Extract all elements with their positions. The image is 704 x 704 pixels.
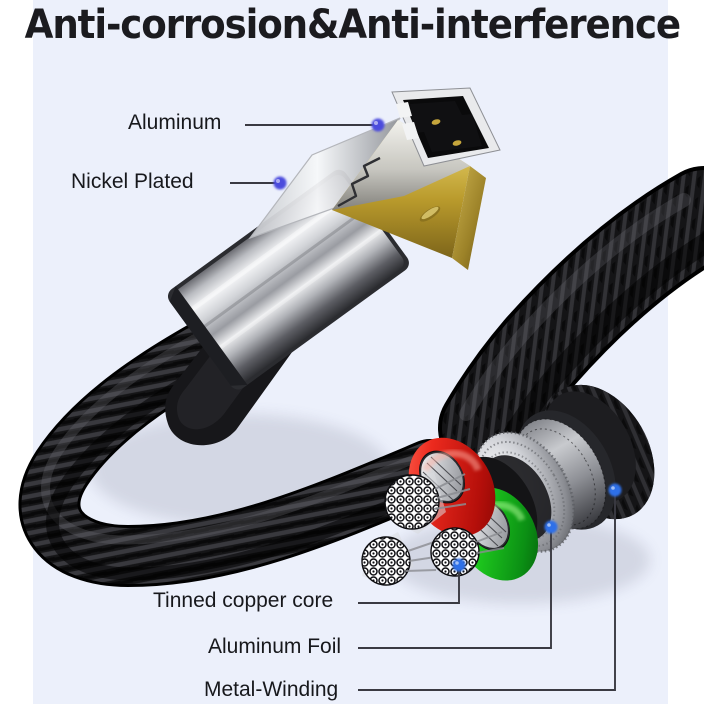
usb-b-port-cavity: [391, 87, 501, 167]
leader-line-tinned-copper-core: [358, 567, 460, 604]
braided-cable-upper: [438, 166, 704, 476]
cable-cutaway: [361, 384, 655, 586]
callout-label-aluminum: Aluminum: [128, 111, 222, 134]
connector-housing: [167, 169, 409, 390]
leader-line-metal-winding: [358, 492, 616, 691]
copper-strand-bundle: [361, 472, 505, 586]
page-title: Anti-corrosion&Anti-interference: [24, 2, 681, 48]
callout-dot-aluminum-foil: [544, 520, 558, 534]
callout-label-aluminum-foil: Aluminum Foil: [208, 635, 342, 658]
callout-dot-aluminum: [371, 118, 385, 132]
callout-dot-tinned-copper-core: [452, 558, 466, 572]
callout-leaders: [230, 124, 616, 691]
callout-dot-nickel-plated: [273, 176, 287, 190]
callout-dots: [273, 118, 622, 572]
callout-dot-metal-winding: [608, 483, 622, 497]
braided-cable-loop: [18, 269, 461, 588]
leader-line-aluminum-foil: [358, 529, 552, 649]
usb-type-b-connector: [165, 87, 501, 446]
callout-label-metal-winding: Metal-Winding: [204, 678, 339, 701]
callout-label-tinned-copper-core: Tinned copper core: [153, 589, 334, 612]
callout-label-nickel-plated: Nickel Plated: [71, 170, 194, 193]
